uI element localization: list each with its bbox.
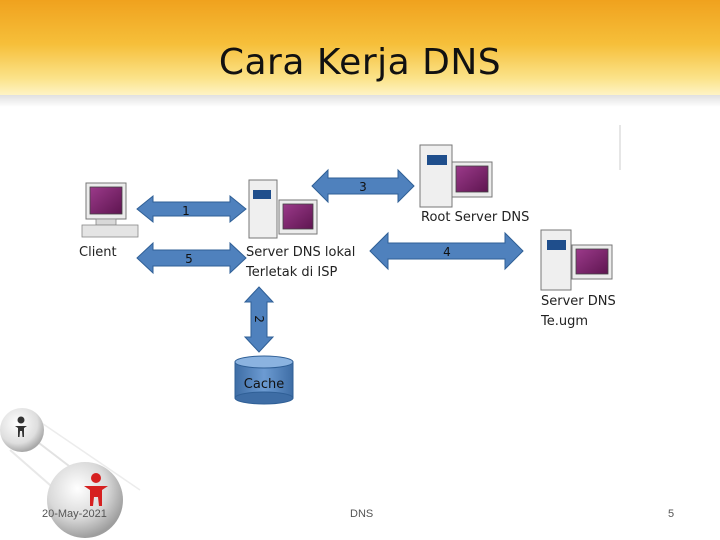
- cache-label: Cache: [244, 377, 284, 392]
- local-dns-tower: [248, 179, 278, 239]
- local-dns-server: [248, 179, 318, 239]
- arrow-1-label: 1: [182, 204, 190, 218]
- cache-bottom: [234, 391, 294, 405]
- local-dns-label-1: Server DNS lokal: [246, 245, 355, 260]
- local-dns-screen: [282, 203, 314, 230]
- root-dns-drive-light: [427, 155, 447, 165]
- arrow-2-label: 2: [252, 315, 266, 323]
- client-keyboard-base: [81, 224, 139, 238]
- footer-date: 20-May-2021: [42, 508, 107, 520]
- root-dns-tower: [419, 144, 453, 208]
- ugm-dns-tower: [540, 229, 572, 291]
- footer-center-text: DNS: [350, 508, 374, 520]
- person-logo-icon: [84, 473, 108, 506]
- footer-page-number: 5: [668, 508, 675, 520]
- client-computer: [81, 182, 139, 238]
- ugm-dns-drive-light: [547, 240, 566, 250]
- root-dns-server: [419, 144, 493, 208]
- arrow-5-label: 5: [185, 252, 193, 266]
- client-screen: [89, 186, 123, 215]
- decor-sphere-large: [47, 462, 123, 538]
- arrow-5: [136, 241, 247, 275]
- local-dns-drive-light: [253, 190, 271, 199]
- ugm-dns-server: [540, 229, 613, 291]
- arrow-3-label: 3: [359, 180, 367, 194]
- title-banner: [0, 0, 720, 98]
- root-dns-label: Root Server DNS: [421, 210, 529, 225]
- person-icon: [15, 416, 27, 437]
- slide-title: Cara Kerja DNS: [218, 42, 502, 83]
- ugm-dns-label-2: Te.ugm: [540, 314, 588, 329]
- local-dns-label-2: Terletak di ISP: [245, 265, 337, 280]
- title-banner-shadow: [0, 95, 720, 107]
- decor-line: [29, 414, 141, 491]
- arrow-4: [369, 231, 524, 271]
- ugm-dns-label-1: Server DNS: [541, 294, 616, 309]
- cache-top: [234, 355, 294, 369]
- arrow-4-label: 4: [443, 245, 451, 259]
- arrow-3: [311, 168, 415, 204]
- client-label: Client: [79, 245, 117, 260]
- cache-database: [234, 355, 294, 405]
- ugm-dns-screen: [575, 248, 609, 275]
- client-stand: [95, 218, 117, 226]
- arrow-2: [243, 286, 275, 353]
- root-dns-screen: [455, 165, 489, 193]
- arrow-1: [136, 194, 247, 224]
- decor-logo: [0, 408, 141, 538]
